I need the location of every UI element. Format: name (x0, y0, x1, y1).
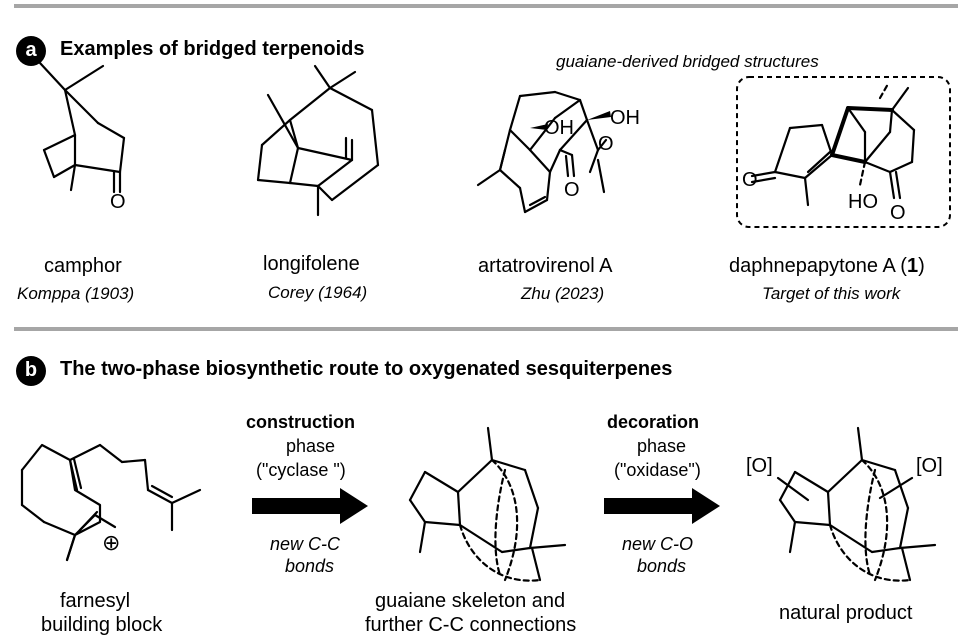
artatrovirenol-citation: Zhu (2023) (521, 284, 605, 303)
guaiane-label-line1: guaiane skeleton and (375, 590, 566, 612)
daphnepapytone-name-prefix: daphnepapytone A ( (729, 255, 907, 277)
daphnepapytone-carbonyl-oxygen: O (890, 202, 906, 224)
artatrovirenol-name: artatrovirenol A (478, 255, 613, 277)
daphnepapytone-citation: Target of this work (762, 284, 901, 303)
farnesyl-label-line2: building block (41, 614, 163, 636)
natural-product-oxygen-left: [O] (746, 455, 773, 477)
natural-product-oxygen-right: [O] (916, 455, 943, 477)
longifolene-citation: Corey (1964) (268, 283, 368, 302)
decoration-label: decoration (607, 412, 700, 432)
section-a-badge: a (16, 36, 46, 66)
section-b-badge: b (16, 356, 46, 386)
farnesyl-cation: ⊕ (102, 530, 121, 555)
artatrovirenol-carbonyl-oxygen: O (564, 179, 580, 201)
construction-cyclase: ("cyclase ") (256, 460, 346, 480)
camphor-ketone-oxygen: O (110, 191, 126, 213)
daphnepapytone-hydroxyl: HO (848, 191, 878, 213)
daphnepapytone-name: daphnepapytone A (1) (729, 255, 925, 278)
middle-divider (14, 327, 958, 331)
construction-label: construction (246, 412, 356, 432)
daphnepapytone-compound-number: 1 (906, 255, 919, 277)
section-a-title: Examples of bridged terpenoids (60, 38, 365, 60)
decoration-oxidase: ("oxidase") (614, 460, 701, 480)
daphnepapytone-ketone-oxygen: O (742, 169, 758, 191)
farnesyl-label-line1: farnesyl (60, 590, 131, 612)
decoration-bonds-line2: bonds (637, 556, 687, 576)
natural-product-label: natural product (779, 602, 913, 624)
construction-bonds-line1: new C-C (270, 534, 341, 554)
section-b-title: The two-phase biosynthetic route to oxyg… (60, 358, 673, 380)
daphnepapytone-name-suffix: ) (918, 255, 925, 277)
longifolene-name: longifolene (263, 253, 360, 275)
artatrovirenol-oh-inner: OH (544, 117, 574, 139)
construction-bonds-line2: bonds (285, 556, 335, 576)
artatrovirenol-oh-outer: OH (610, 107, 640, 129)
camphor-citation: Komppa (1903) (17, 284, 135, 303)
construction-phase: phase (286, 436, 336, 456)
artatrovirenol-ring-oxygen: O (598, 133, 614, 155)
camphor-name: camphor (44, 255, 122, 277)
guaiane-label-line2: further C-C connections (365, 614, 577, 636)
decoration-phase: phase (637, 436, 687, 456)
decoration-bonds-line1: new C-O (622, 534, 694, 554)
top-divider (14, 4, 958, 8)
guaiane-note: guaiane-derived bridged structures (556, 52, 819, 71)
